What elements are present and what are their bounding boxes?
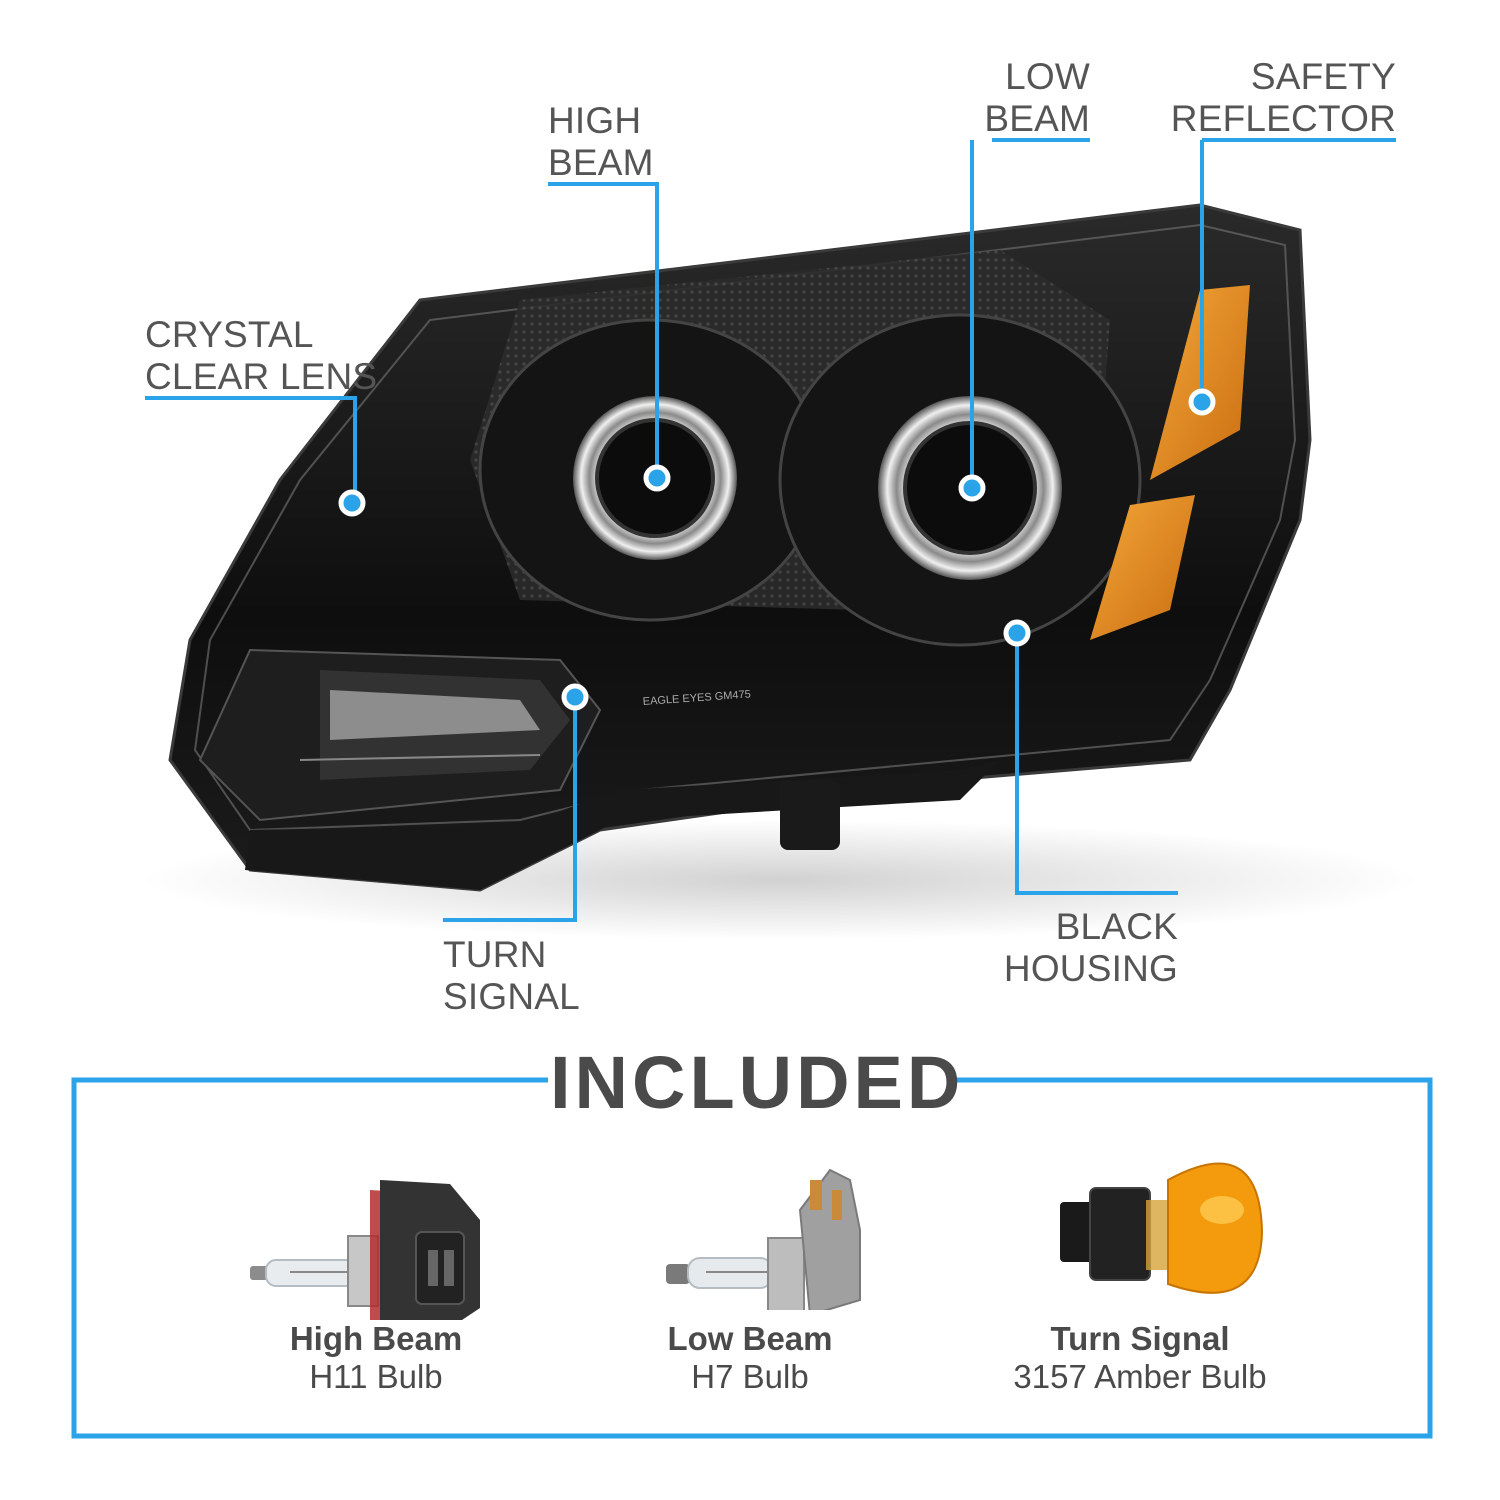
low-beam-marker <box>958 474 986 502</box>
high-beam-label: HIGH BEAM <box>548 100 654 183</box>
low-beam-label: LOW BEAM <box>984 56 1090 139</box>
included-title: INCLUDED <box>550 1040 965 1125</box>
included-item-name: Turn Signal <box>1050 1320 1230 1357</box>
high-beam-marker <box>643 464 671 492</box>
crystal-lens-marker <box>338 489 366 517</box>
safety-reflector-marker <box>1188 388 1216 416</box>
h7-bulb-icon <box>666 1168 861 1310</box>
safety-reflector-label: SAFETY REFLECTOR <box>1170 56 1396 139</box>
included-item-bulb: H11 Bulb <box>309 1358 443 1395</box>
h11-bulb-icon <box>250 1180 480 1320</box>
turn-signal-marker <box>561 683 589 711</box>
black-housing-label: BLACK HOUSING <box>1003 906 1178 989</box>
black-housing-marker <box>1003 619 1031 647</box>
included-item-bulb: H7 Bulb <box>691 1358 809 1395</box>
included-item-name: Low Beam <box>667 1320 833 1357</box>
crystal-clear-lens-label: CRYSTAL CLEAR LENS <box>145 314 378 397</box>
included-item-bulb: 3157 Amber Bulb <box>1013 1358 1267 1395</box>
turn-signal-label: TURN SIGNAL <box>443 934 580 1017</box>
3157-amber-bulb-icon <box>1060 1162 1264 1294</box>
included-item-name: High Beam <box>289 1320 463 1357</box>
